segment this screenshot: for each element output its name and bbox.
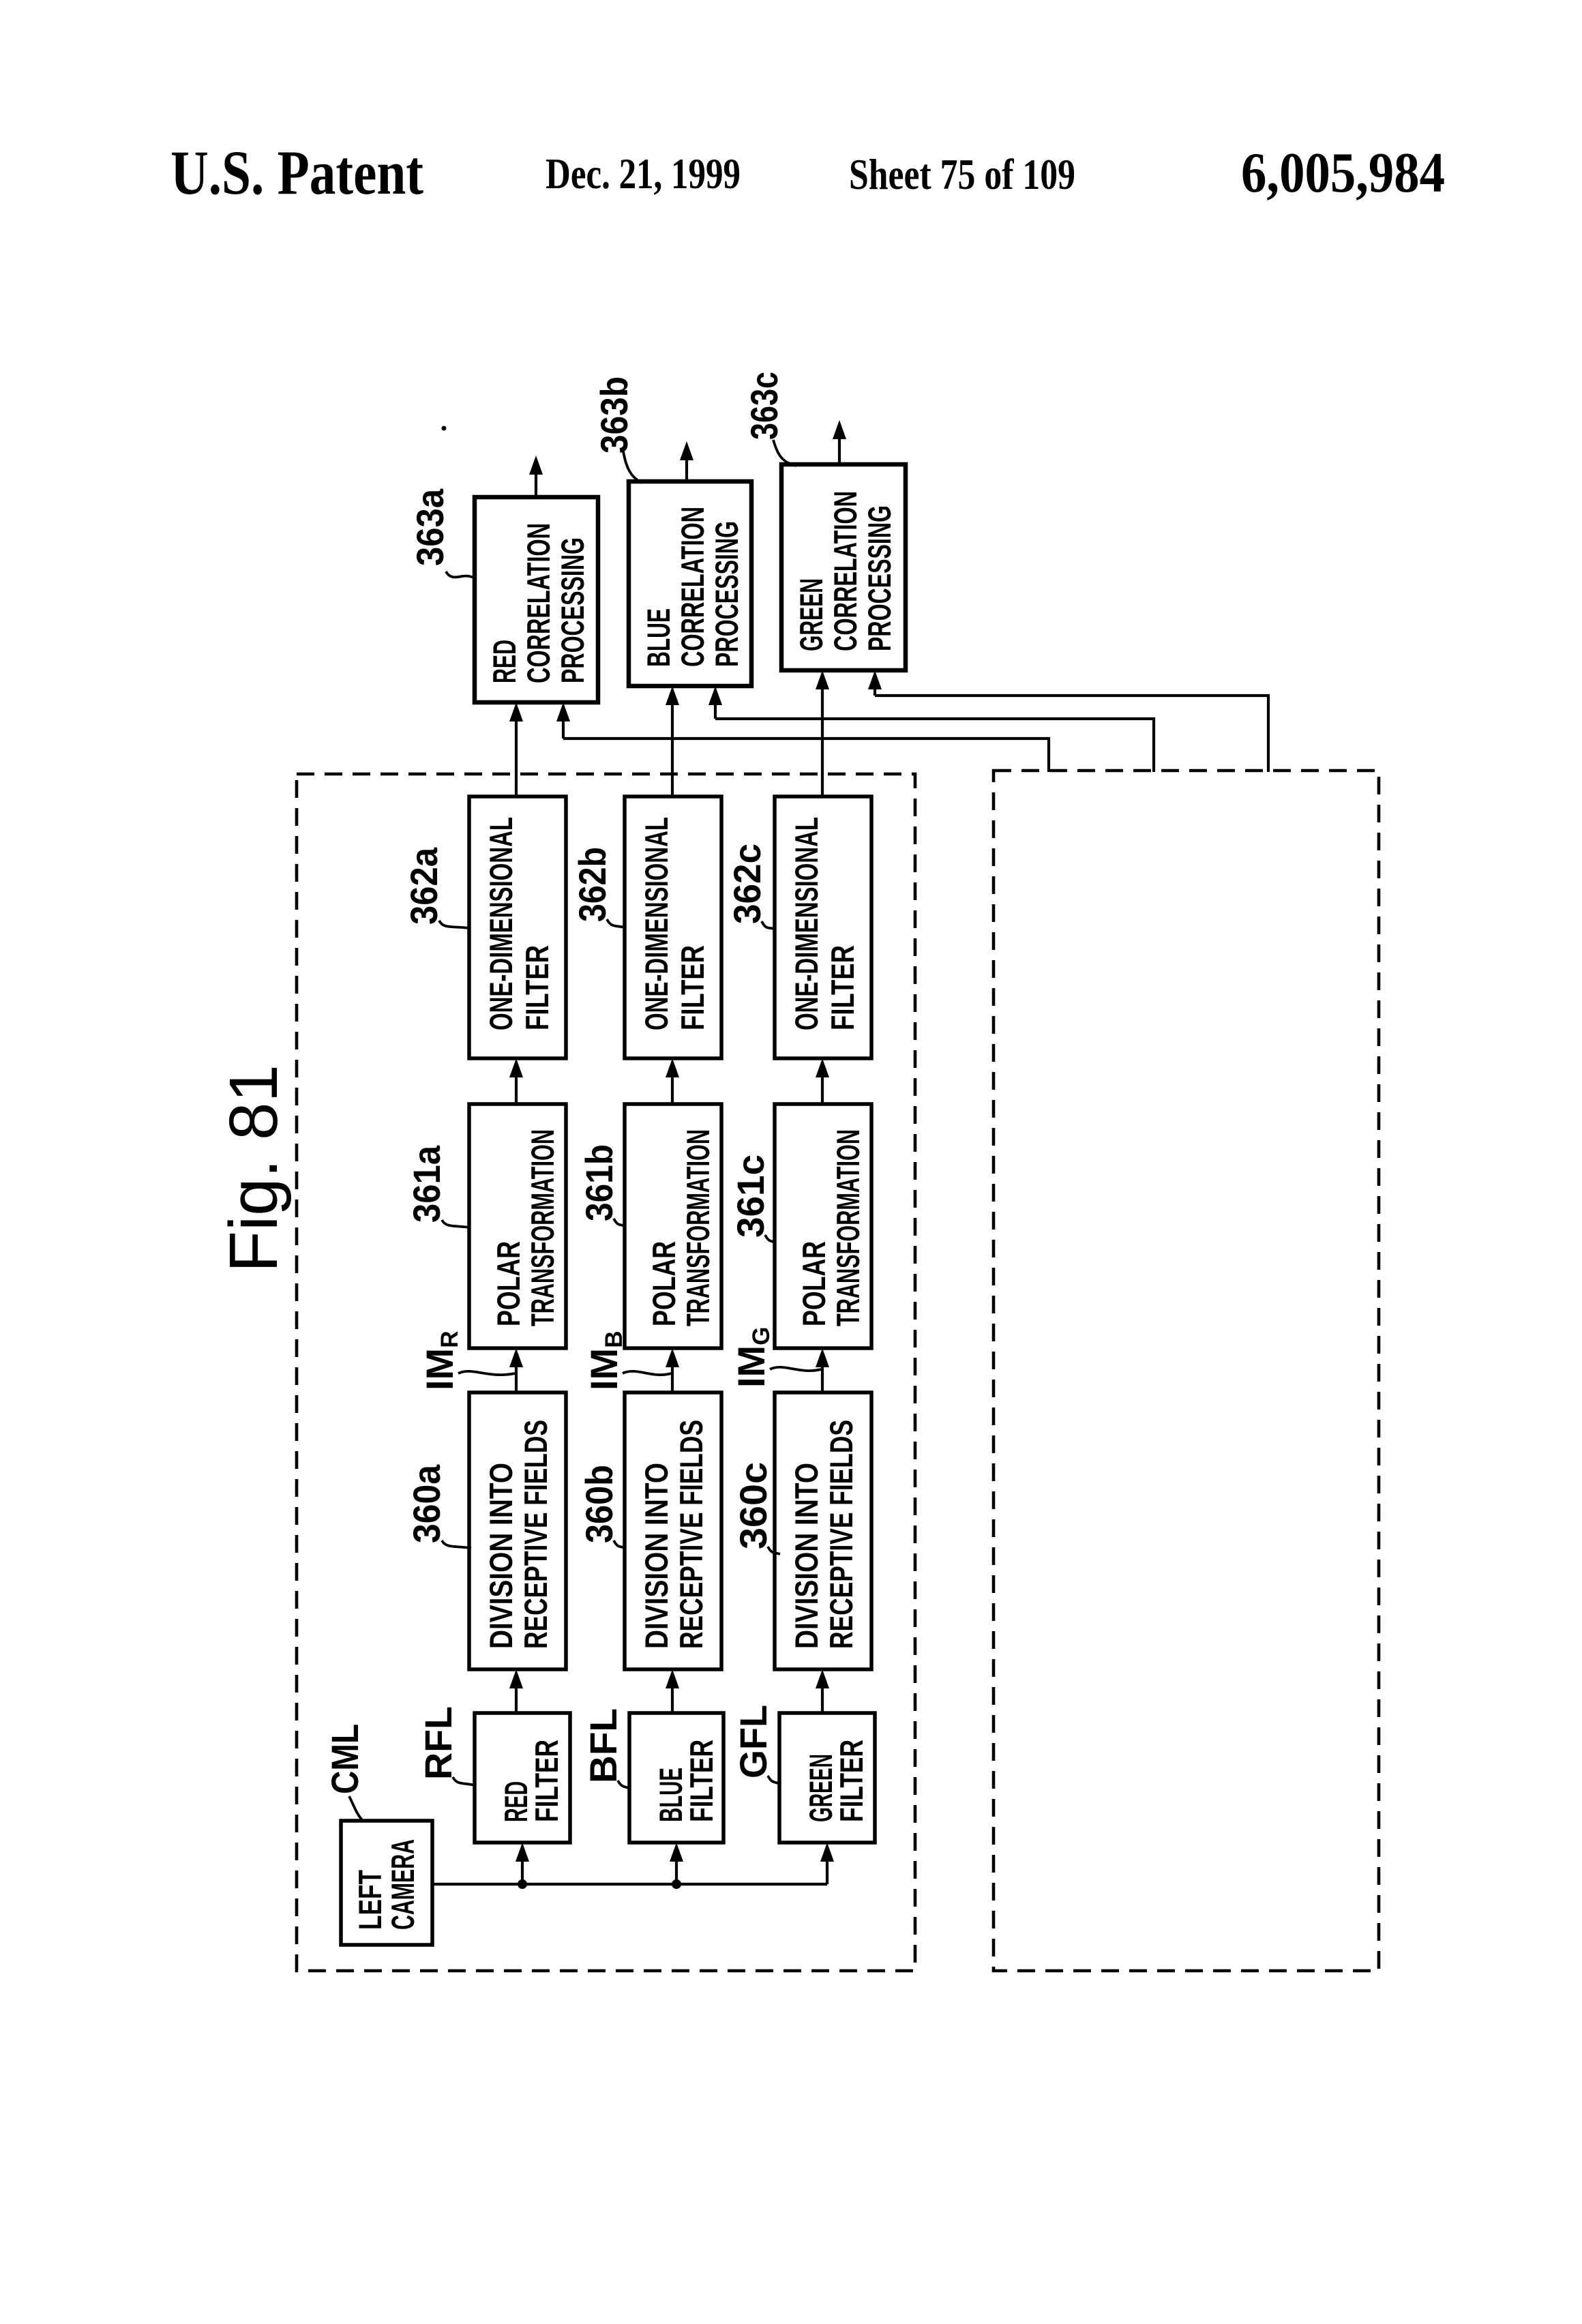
svg-text:FILTER: FILTER <box>833 1740 869 1822</box>
svg-text:PROCESSING: PROCESSING <box>554 537 591 683</box>
svg-text:RECEPTIVE FIELDS: RECEPTIVE FIELDS <box>518 1420 554 1649</box>
svg-text:TRANSFORMATION: TRANSFORMATION <box>524 1129 561 1326</box>
svg-text:BLUE: BLUE <box>653 1768 689 1822</box>
svg-text:GREEN: GREEN <box>793 578 829 651</box>
svg-text:IMB: IMB <box>582 1331 627 1391</box>
svg-text:TRANSFORMATION: TRANSFORMATION <box>830 1129 866 1326</box>
svg-text:BFL: BFL <box>582 1708 625 1783</box>
svg-text:ONE-DIMENSIONAL: ONE-DIMENSIONAL <box>788 817 824 1030</box>
svg-text:PROCESSING: PROCESSING <box>861 505 897 651</box>
svg-text:FILTER: FILTER <box>683 1740 719 1822</box>
svg-text:Fig. 81: Fig. 81 <box>215 1064 292 1272</box>
svg-text:RECEPTIVE FIELDS: RECEPTIVE FIELDS <box>823 1420 859 1649</box>
svg-text:DIVISION INTO: DIVISION INTO <box>638 1463 674 1649</box>
svg-text:CORRELATION: CORRELATION <box>827 491 863 651</box>
svg-text:U.S. Patent: U.S. Patent <box>170 138 423 207</box>
svg-text:363b: 363b <box>593 376 636 453</box>
svg-text:GFL: GFL <box>732 1705 775 1778</box>
svg-text:FILTER: FILTER <box>519 945 555 1030</box>
svg-text:Sheet 75 of 109: Sheet 75 of 109 <box>849 150 1075 198</box>
svg-text:ONE-DIMENSIONAL: ONE-DIMENSIONAL <box>638 817 674 1030</box>
svg-text:LEFT: LEFT <box>352 1870 388 1930</box>
svg-text:ONE-DIMENSIONAL: ONE-DIMENSIONAL <box>483 817 519 1030</box>
svg-text:CML: CML <box>323 1724 366 1794</box>
svg-text:361b: 361b <box>578 1144 621 1221</box>
svg-text:363a: 363a <box>408 488 451 566</box>
svg-text:IMR: IMR <box>418 1331 463 1391</box>
svg-text:DIVISION INTO: DIVISION INTO <box>483 1463 519 1649</box>
svg-text:361a: 361a <box>405 1145 448 1223</box>
svg-text:RED: RED <box>486 640 522 683</box>
svg-text:PROCESSING: PROCESSING <box>708 521 745 667</box>
svg-text:TRANSFORMATION: TRANSFORMATION <box>680 1129 716 1326</box>
svg-text:Dec. 21, 1999: Dec. 21, 1999 <box>546 149 741 198</box>
svg-text:363c: 363c <box>743 372 786 440</box>
svg-text:POLAR: POLAR <box>646 1241 682 1326</box>
svg-text:362b: 362b <box>571 847 614 922</box>
svg-text:GREEN: GREEN <box>803 1754 839 1822</box>
svg-text:RFL: RFL <box>417 1706 460 1780</box>
svg-text:CAMERA: CAMERA <box>385 1839 421 1930</box>
svg-text:BLUE: BLUE <box>640 608 676 667</box>
svg-text:RED: RED <box>498 1781 534 1822</box>
svg-text:6,005,984: 6,005,984 <box>1241 141 1445 205</box>
svg-text:FILTER: FILTER <box>528 1740 565 1822</box>
svg-text:361c: 361c <box>729 1154 772 1238</box>
svg-text:360b: 360b <box>578 1465 621 1543</box>
svg-text:POLAR: POLAR <box>490 1241 526 1326</box>
svg-text:FILTER: FILTER <box>674 945 711 1030</box>
svg-text:FILTER: FILTER <box>824 945 861 1030</box>
svg-text:362c: 362c <box>726 844 768 924</box>
svg-text:360c: 360c <box>732 1462 775 1549</box>
svg-text:RECEPTIVE FIELDS: RECEPTIVE FIELDS <box>673 1420 709 1649</box>
svg-text:DIVISION INTO: DIVISION INTO <box>788 1463 824 1649</box>
svg-text:CORRELATION: CORRELATION <box>520 523 556 683</box>
svg-text:CORRELATION: CORRELATION <box>674 507 711 667</box>
svg-text:362a: 362a <box>402 847 445 925</box>
svg-text:POLAR: POLAR <box>796 1241 832 1326</box>
svg-text:360a: 360a <box>405 1464 448 1543</box>
